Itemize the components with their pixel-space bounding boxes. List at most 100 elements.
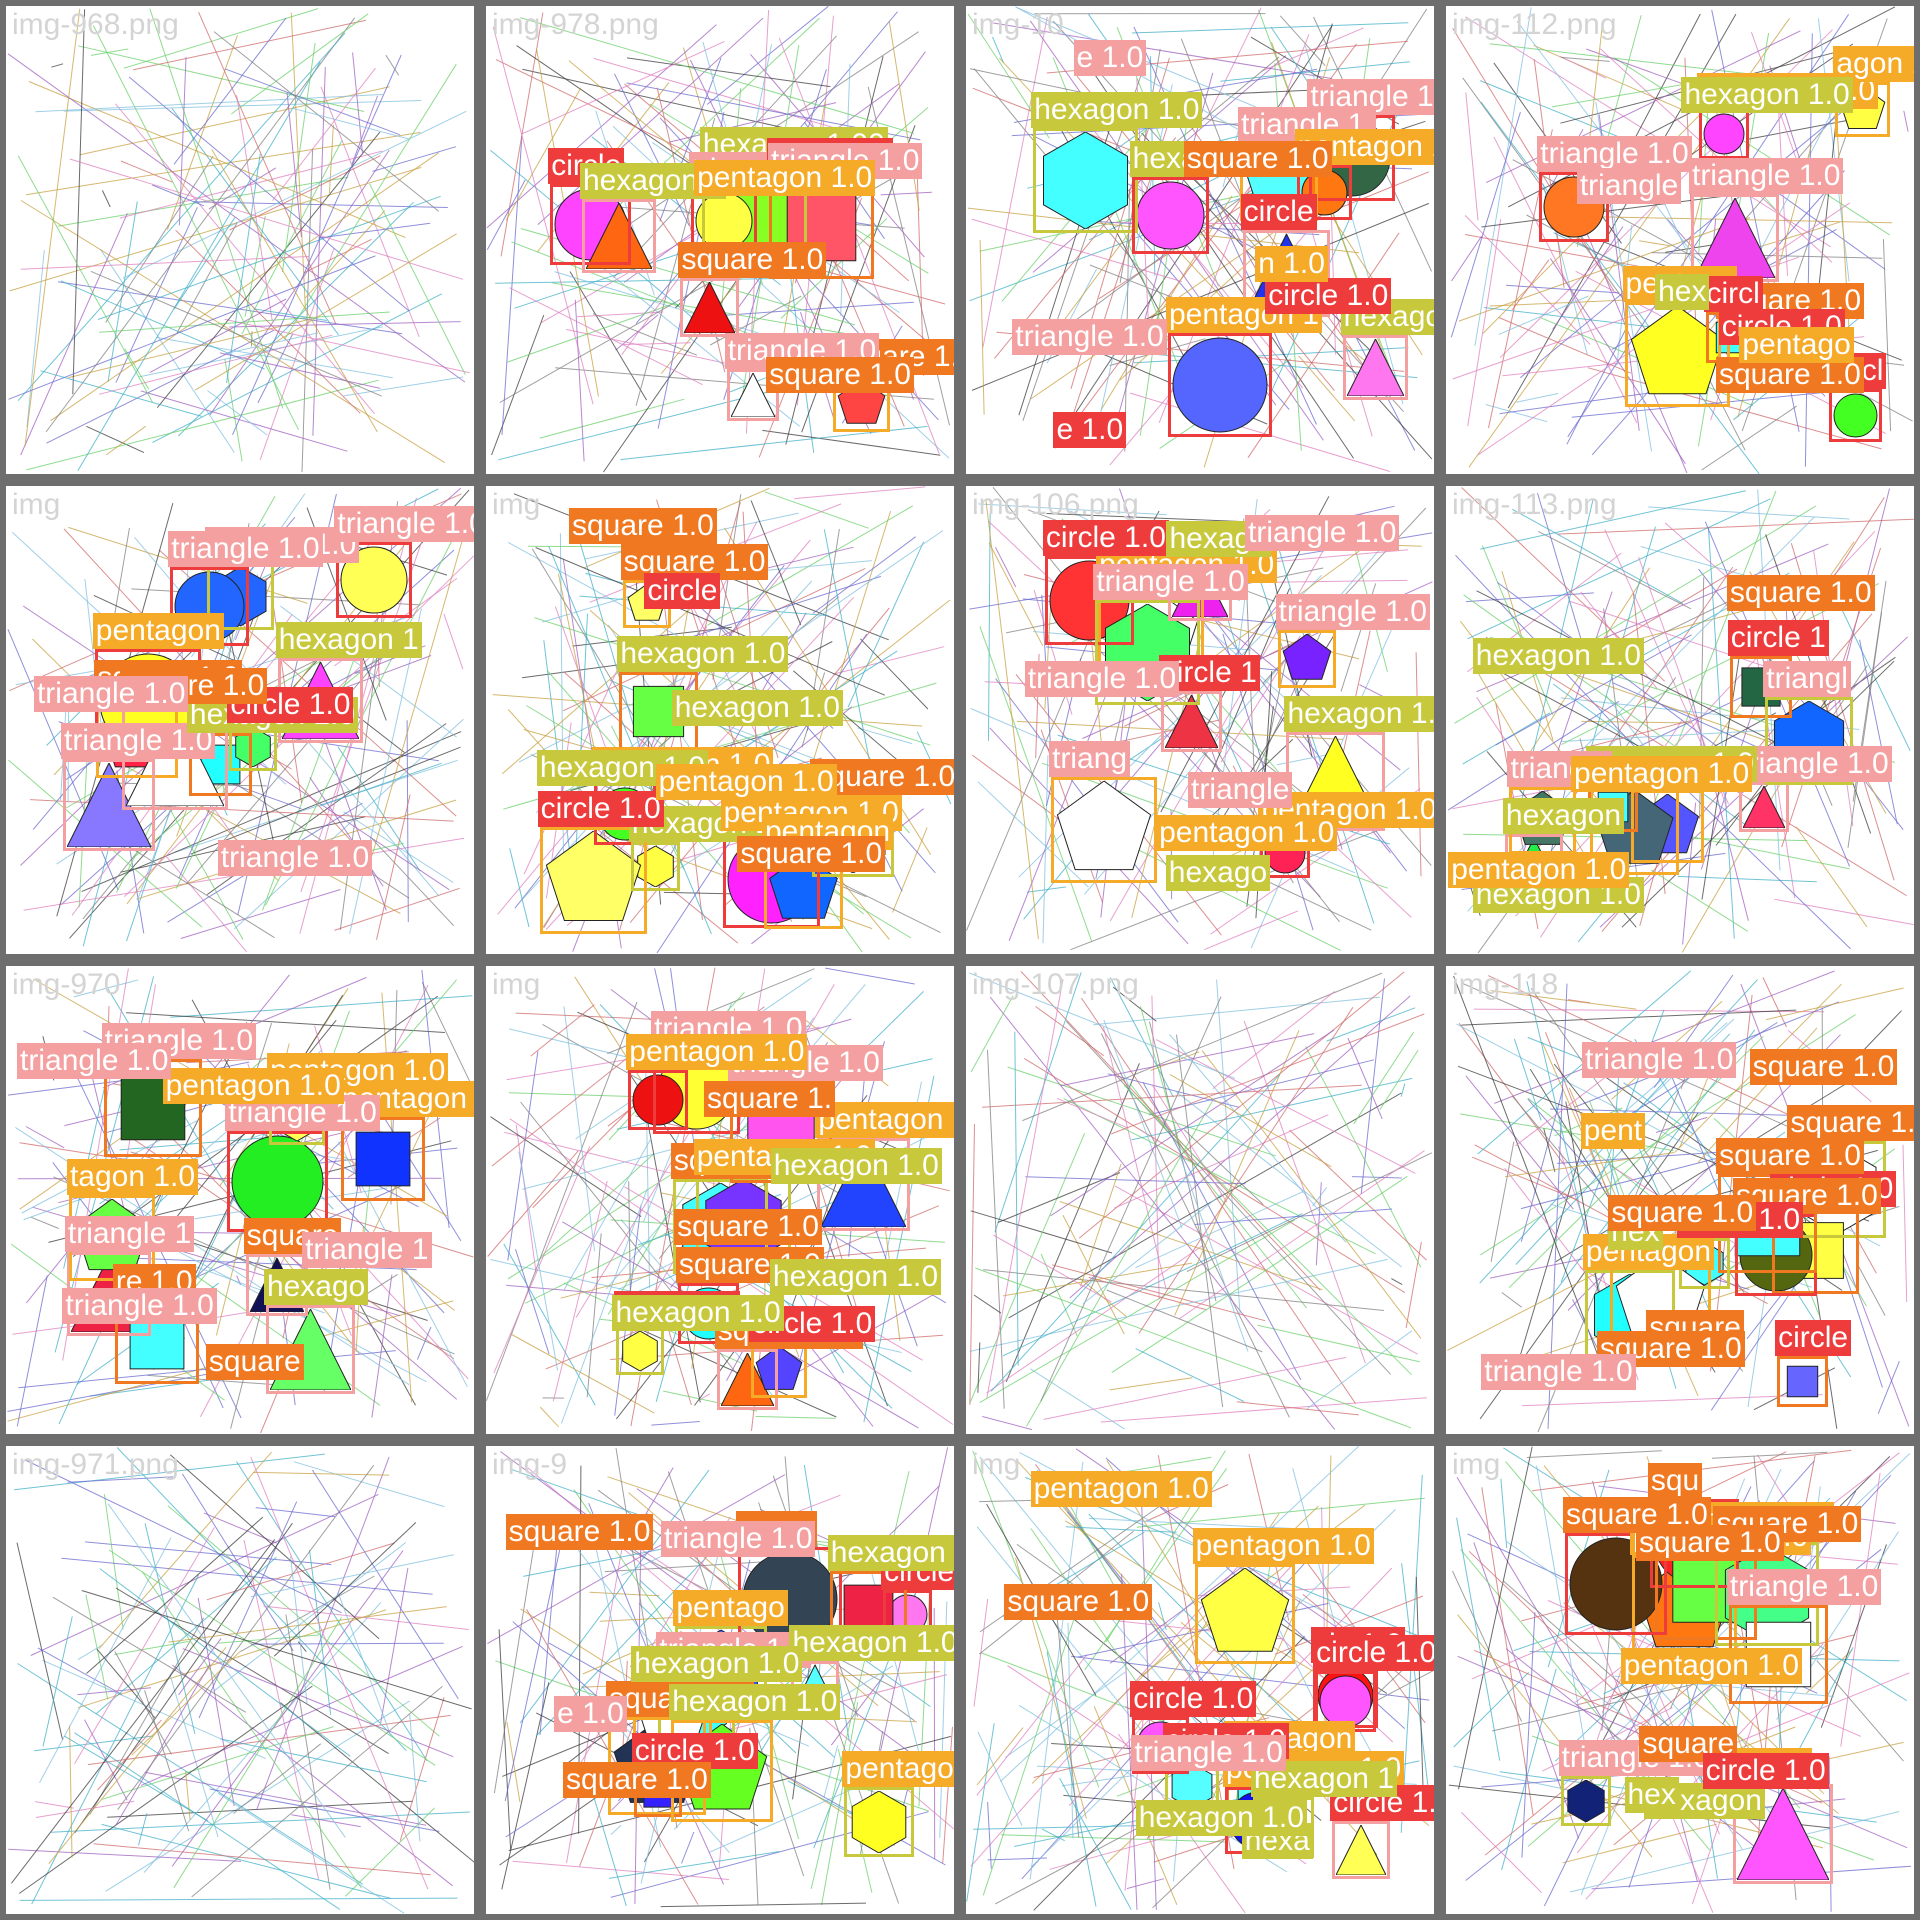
noise-line [292, 107, 410, 140]
noise-line [986, 979, 1064, 1398]
noise-line [1766, 987, 1904, 1021]
noise-line [1401, 1563, 1432, 1813]
tile-filename: img-978.png [492, 8, 659, 41]
noise-line [1148, 1059, 1375, 1116]
noise-line [982, 1416, 1033, 1431]
detection-label-hexagon: hexagon 1.0 [617, 636, 789, 673]
triangle-shape [585, 203, 652, 269]
noise-line [1153, 510, 1160, 522]
noise-line [78, 45, 365, 112]
circle-shape [1569, 1537, 1663, 1631]
noise-line [1789, 1647, 1854, 1768]
noise-line [334, 887, 460, 931]
noise-line [320, 762, 442, 807]
noise-line [173, 1617, 343, 1889]
noise-line [1176, 1034, 1224, 1408]
noise-line [281, 43, 316, 273]
detection-label-triangle: triangle 1.0 [217, 839, 373, 876]
tile-filename: img [12, 488, 61, 521]
square-shape [355, 1131, 411, 1187]
noise-line [1506, 284, 1619, 294]
noise-line [593, 57, 860, 136]
noise-line [1533, 44, 1687, 112]
noise-line [52, 1596, 247, 1713]
noise-line [231, 13, 369, 115]
tile-filename: img-113.png [1452, 488, 1617, 521]
noise-line [708, 1785, 861, 1853]
noise-line [1759, 179, 1886, 270]
noise-line [780, 218, 888, 319]
detection-label-triangle: triangle 1.0 [101, 1023, 257, 1060]
detection-label-triangle: triangle [1576, 167, 1682, 204]
noise-line [218, 1792, 405, 1914]
noise-line [651, 1421, 700, 1426]
noise-line [90, 270, 382, 397]
noise-line [220, 1738, 427, 1783]
detection-label-pentagon: pentagon 1.0 [162, 1068, 344, 1105]
noise-line [1035, 1005, 1105, 1057]
noise-line [1093, 996, 1380, 1026]
noise-line [48, 1646, 227, 1865]
noise-line [823, 1745, 839, 1798]
noise-line [512, 1860, 730, 1880]
noise-line [224, 318, 470, 374]
noise-line [143, 1601, 382, 1873]
noise-line [257, 333, 294, 404]
noise-line [1029, 1461, 1084, 1880]
noise-line [115, 207, 198, 383]
pentagon-shape [755, 1345, 803, 1390]
detection-label-hexagon: hexagon 1.0 [1472, 637, 1644, 674]
noise-line [11, 1539, 276, 1884]
detection-label-pentagon: agon 1.0 [1833, 45, 1914, 82]
noise-line [541, 1153, 655, 1257]
noise-line [176, 222, 238, 334]
noise-line [603, 268, 800, 427]
noise-line [539, 1406, 559, 1428]
noise-line [1379, 1049, 1419, 1110]
noise-line [1142, 1082, 1302, 1381]
detection-label-circle: circle 1.0 [1265, 277, 1392, 314]
noise-line [128, 76, 410, 312]
noise-line [1298, 355, 1356, 422]
noise-line [1840, 1472, 1881, 1747]
detection-label-circle: circle [644, 572, 721, 609]
detection-label-circle: circle [1240, 193, 1317, 230]
detection-label-triangle: triangle 1.0 [1481, 1354, 1636, 1391]
detection-label-square: square [205, 1344, 304, 1381]
noise-line [145, 1771, 427, 1826]
noise-line [1088, 1517, 1303, 1530]
noise-line [1689, 688, 1749, 921]
triangle-shape [1346, 339, 1404, 397]
noise-line [563, 1006, 596, 1252]
detection-label-triangle: triangle 1 [302, 1231, 432, 1268]
noise-line [1493, 136, 1638, 424]
tile-filename: img [492, 488, 541, 521]
noise-line [978, 503, 1167, 516]
noise-line [985, 498, 1039, 940]
noise-line [68, 318, 310, 379]
noise-line [77, 1687, 152, 1696]
noise-line [380, 1567, 409, 1723]
noise-line [244, 215, 266, 317]
detection-label-pentagon: pentagon 1.0 [626, 1034, 808, 1071]
detection-label-square: square 1.0 [1716, 1138, 1864, 1175]
pentagon-shape [545, 830, 641, 921]
noise-line [1513, 1038, 1542, 1121]
noise-line [994, 972, 1082, 1233]
noise-line [1856, 1263, 1886, 1316]
noise-line [1806, 1649, 1853, 1694]
noise-line [224, 68, 400, 136]
noise-line [297, 1641, 307, 1653]
noise-line [301, 148, 314, 473]
noise-line [1054, 1600, 1080, 1838]
noise-line [1400, 1083, 1406, 1097]
noise-line [501, 1682, 550, 1890]
noise-line [971, 202, 1430, 391]
noise-line [194, 233, 457, 391]
noise-line [376, 794, 411, 940]
